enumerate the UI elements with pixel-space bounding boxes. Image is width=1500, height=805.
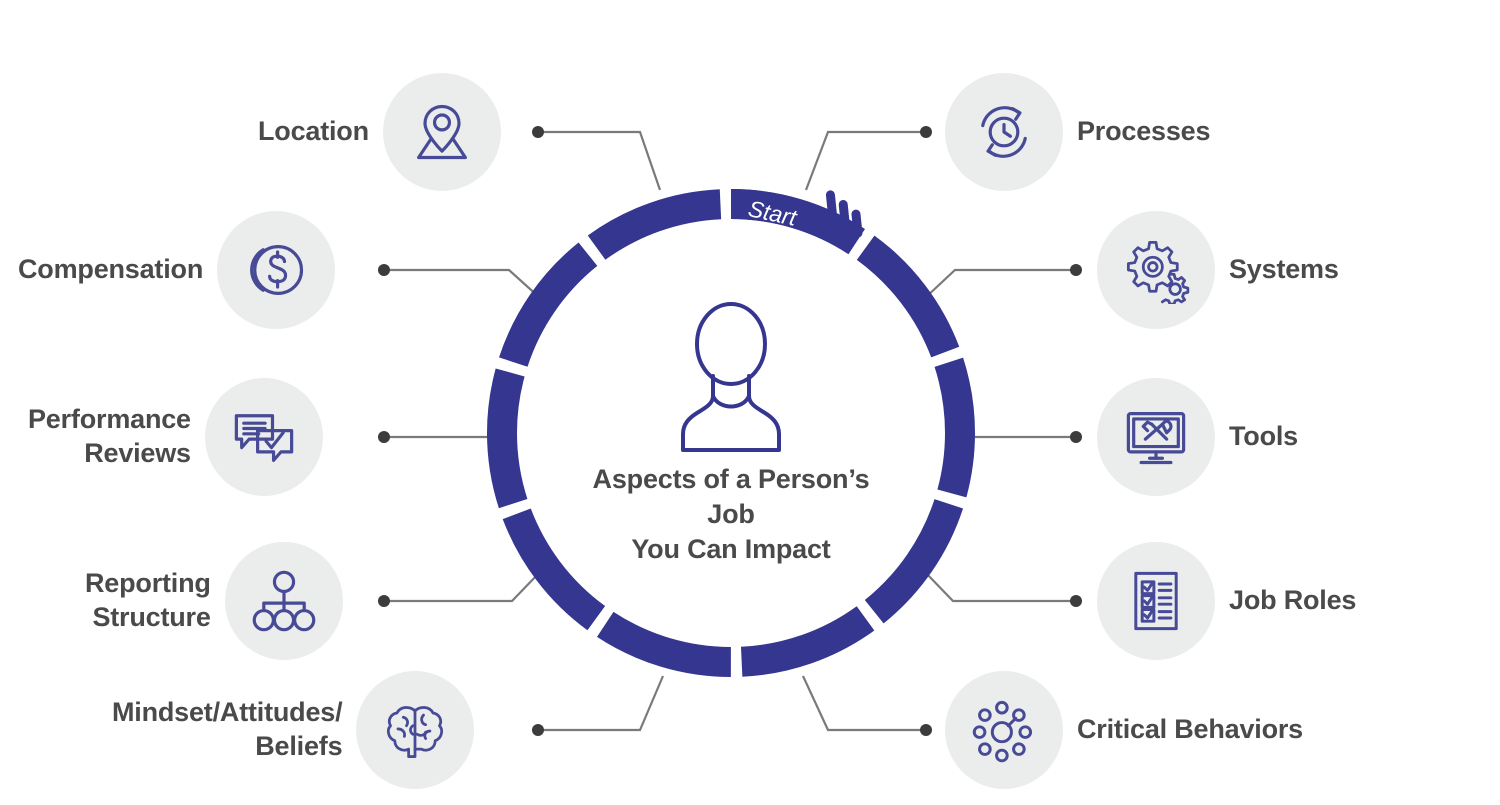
spoke-label: Mindset/Attitudes/ Beliefs <box>112 697 343 761</box>
dollar-coin-icon <box>217 211 336 329</box>
org-chart-icon <box>224 542 343 660</box>
network-nodes-icon <box>945 671 1063 789</box>
spoke-label: Job Roles <box>1229 585 1357 616</box>
clock-cycle-icon <box>945 73 1063 191</box>
chevron-right-icon <box>809 190 863 241</box>
spoke-reporting-structure[interactable]: Reporting Structure <box>85 542 343 660</box>
connector-lines <box>384 130 1076 732</box>
spoke-tools[interactable]: Tools <box>1097 378 1298 496</box>
spoke-label: Tools <box>1229 421 1298 452</box>
spoke-label: Processes <box>1077 116 1211 147</box>
spoke-label: Compensation <box>18 254 204 285</box>
spoke-systems[interactable]: Systems <box>1097 211 1339 329</box>
spoke-label: Systems <box>1229 254 1339 285</box>
spoke-compensation[interactable]: Compensation <box>18 211 336 329</box>
spoke-label: Performance Reviews <box>28 404 191 468</box>
spoke-critical-behaviors[interactable]: Critical Behaviors <box>945 671 1303 789</box>
person-icon <box>669 300 793 452</box>
hub: Aspects of a Person’s Job You Can Impact <box>571 300 891 567</box>
spoke-label: Reporting Structure <box>85 568 211 632</box>
spoke-label: Location <box>258 116 369 147</box>
spoke-label: Critical Behaviors <box>1077 714 1303 745</box>
checklist-icon <box>1097 542 1215 660</box>
spoke-location[interactable]: Location <box>258 73 501 191</box>
spoke-mindset[interactable]: Mindset/Attitudes/ Beliefs <box>112 671 475 789</box>
gears-icon <box>1097 211 1215 329</box>
spoke-performance-reviews[interactable]: Performance Reviews <box>28 378 323 496</box>
brain-icon <box>356 671 475 789</box>
connector-dots <box>378 126 1082 736</box>
start-segment <box>487 189 975 677</box>
monitor-tools-icon <box>1097 378 1215 496</box>
hub-title: Aspects of a Person’s Job You Can Impact <box>592 464 870 565</box>
spoke-job-roles[interactable]: Job Roles <box>1097 542 1356 660</box>
spoke-processes[interactable]: Processes <box>945 73 1211 191</box>
review-chat-icon <box>204 378 323 496</box>
map-pin-icon <box>382 73 501 191</box>
